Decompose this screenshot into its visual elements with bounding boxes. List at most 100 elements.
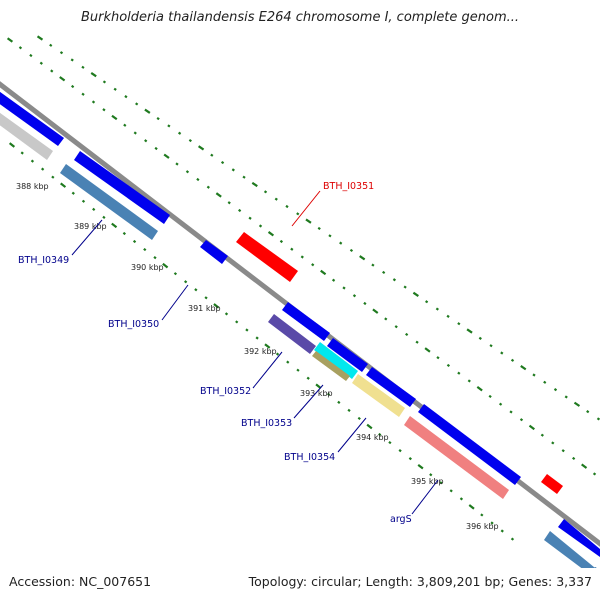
gene-block[interactable] (418, 404, 521, 485)
forward-strand-genes (0, 89, 600, 557)
gene-bth-i0353[interactable] (312, 351, 350, 381)
track-dot (342, 286, 346, 290)
dotted-track-group (6, 35, 600, 541)
kbp-label: 388 kbp (16, 182, 49, 191)
track-dot (144, 108, 151, 114)
gene-block[interactable] (282, 302, 330, 341)
track-dot (561, 449, 565, 453)
gene-label-bth-i0353[interactable]: BTH_I0353 (241, 418, 292, 429)
track-dot (102, 215, 106, 219)
gene-block[interactable] (327, 338, 368, 372)
track-dot (405, 332, 409, 337)
track-dot (122, 231, 126, 236)
gene-block[interactable] (200, 240, 228, 264)
track-dot (231, 168, 235, 172)
gene-label-bth-i0351[interactable]: BTH_I0351 (323, 181, 374, 192)
track-dot (220, 160, 225, 165)
track-dot (290, 247, 294, 251)
track-dot (6, 37, 14, 43)
track-dot (581, 463, 588, 469)
track-dot (242, 175, 246, 179)
track-dot (153, 255, 157, 260)
track-dot (408, 457, 412, 461)
track-dot (489, 344, 493, 348)
track-dot (102, 80, 107, 84)
track-dot (573, 401, 581, 407)
gene-bth-i0349[interactable] (60, 164, 158, 240)
track-dot (285, 204, 289, 209)
track-dot (457, 322, 461, 326)
track-dot (255, 336, 259, 340)
track-dot (274, 197, 278, 201)
gene-label-bth-i0352[interactable]: BTH_I0352 (200, 386, 251, 397)
gene-block[interactable] (366, 367, 416, 407)
track-dot (435, 307, 439, 311)
track-dot (30, 159, 35, 163)
track-dot (81, 92, 85, 96)
gene-bth-i0350[interactable] (314, 342, 358, 379)
gene-bth-i0351[interactable] (236, 232, 298, 282)
track-dot (51, 175, 55, 179)
track-dot (352, 294, 357, 298)
track-dot (449, 489, 453, 493)
track-dot (478, 336, 482, 340)
gene-args[interactable] (404, 416, 509, 499)
inner-strand-genes (0, 110, 600, 582)
track-dot (111, 222, 118, 229)
track-dot (468, 504, 475, 510)
track-dot (81, 199, 86, 203)
track-dot (520, 365, 527, 371)
gene-block[interactable] (0, 110, 53, 160)
track-dot (384, 317, 388, 321)
track-dot (429, 473, 433, 477)
track-dot (510, 358, 515, 362)
gene-block[interactable] (74, 151, 170, 224)
track-dot (349, 248, 354, 253)
track-dot (178, 131, 182, 135)
track-dot (279, 239, 284, 244)
track-dot (173, 272, 178, 276)
track-dot (371, 263, 375, 267)
track-dot (71, 191, 75, 195)
track-dot (102, 108, 106, 112)
track-dot (81, 65, 85, 69)
track-dot (436, 356, 440, 360)
track-dot (331, 278, 336, 282)
kbp-label: 395 kbp (411, 477, 444, 486)
label-leaders (71, 190, 439, 515)
gene-label-bth-i0350[interactable]: BTH_I0350 (108, 319, 159, 330)
track-dot (185, 170, 190, 174)
leader-line (161, 284, 189, 321)
track-dot (540, 433, 544, 437)
gene-bth-i0354[interactable] (352, 374, 405, 417)
gene-block[interactable] (558, 519, 600, 557)
gene-label-bth-i0349[interactable]: BTH_I0349 (18, 255, 69, 266)
kbp-label: 393 kbp (300, 389, 333, 398)
track-dot (235, 320, 239, 324)
gene-labels: BTH_I0351 BTH_I0349 BTH_I0350 BTH_I0352 … (18, 181, 412, 525)
gene-block[interactable] (584, 567, 600, 580)
track-dot (59, 76, 66, 82)
gene-label-args[interactable]: argS (390, 514, 412, 525)
track-dot (500, 351, 504, 355)
track-dot (305, 218, 312, 224)
gene-block[interactable] (541, 474, 563, 494)
track-dot (459, 497, 464, 501)
track-dot (194, 288, 198, 292)
gene-block[interactable] (544, 531, 600, 582)
kbp-label: 396 kbp (466, 522, 499, 531)
gene-block[interactable] (0, 89, 64, 146)
track-dot (41, 167, 45, 171)
track-dot (251, 181, 258, 188)
genome-summary-text: Topology: circular; Length: 3,809,201 bp… (248, 574, 592, 589)
track-dot (143, 247, 147, 252)
track-dot (163, 153, 170, 159)
track-dot (8, 142, 16, 148)
track-dot (382, 270, 386, 275)
track-dot (417, 463, 424, 470)
track-dot (206, 185, 210, 189)
track-dot (543, 380, 547, 384)
track-dot (300, 255, 304, 259)
gene-label-bth-i0354[interactable]: BTH_I0354 (284, 452, 335, 463)
gene-bth-i0352[interactable] (268, 314, 316, 354)
